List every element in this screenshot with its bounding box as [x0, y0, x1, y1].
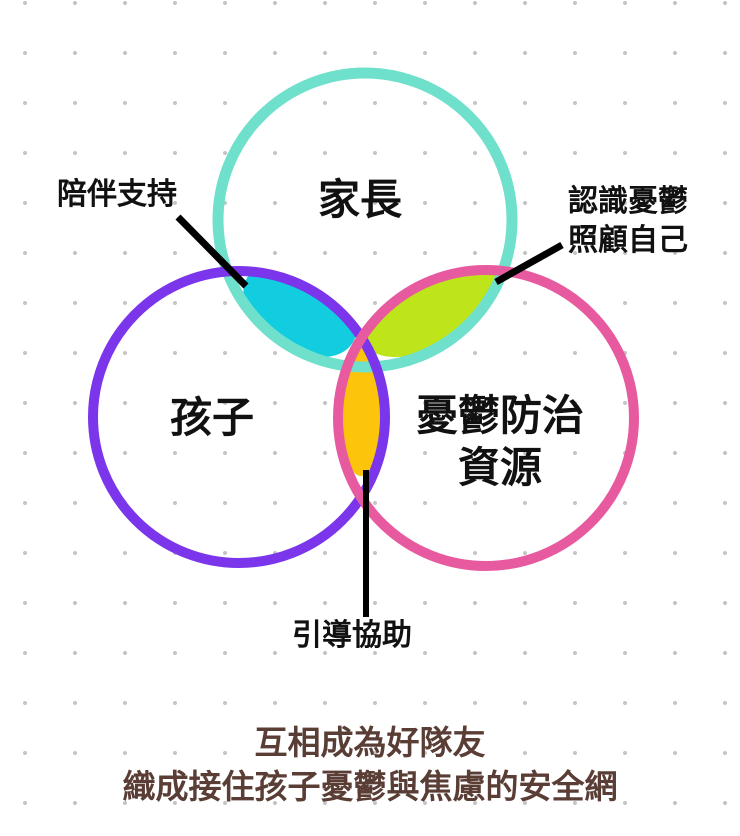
label-resources-line2: 資源	[457, 443, 542, 493]
label-resources: 憂鬱防治 資源	[390, 391, 610, 493]
overlap-child-resources-fill	[339, 340, 383, 476]
pointer-line-support	[175, 214, 249, 289]
callout-self-care-line2: 照顧自己	[568, 222, 688, 258]
circle-resources	[333, 265, 639, 571]
callout-self-care-line1: 認識憂鬱	[568, 184, 688, 219]
callout-self-care: 認識憂鬱 照顧自己	[568, 184, 688, 258]
label-resources-line1: 憂鬱防治	[415, 391, 584, 440]
label-parents: 家長	[318, 175, 403, 224]
callout-guidance: 引導協助	[292, 618, 412, 653]
caption-line2: 織成接住孩子憂鬱與焦慮的安全網	[122, 767, 618, 806]
pointer-line-self-care	[494, 241, 564, 286]
label-child: 孩子	[170, 393, 255, 442]
caption-line1: 互相成為好隊友	[254, 723, 486, 762]
overlap-parents-resources-fill	[364, 266, 500, 358]
callout-support: 陪伴支持	[57, 177, 177, 212]
circle-child	[88, 266, 390, 568]
circle-parents	[212, 67, 518, 373]
